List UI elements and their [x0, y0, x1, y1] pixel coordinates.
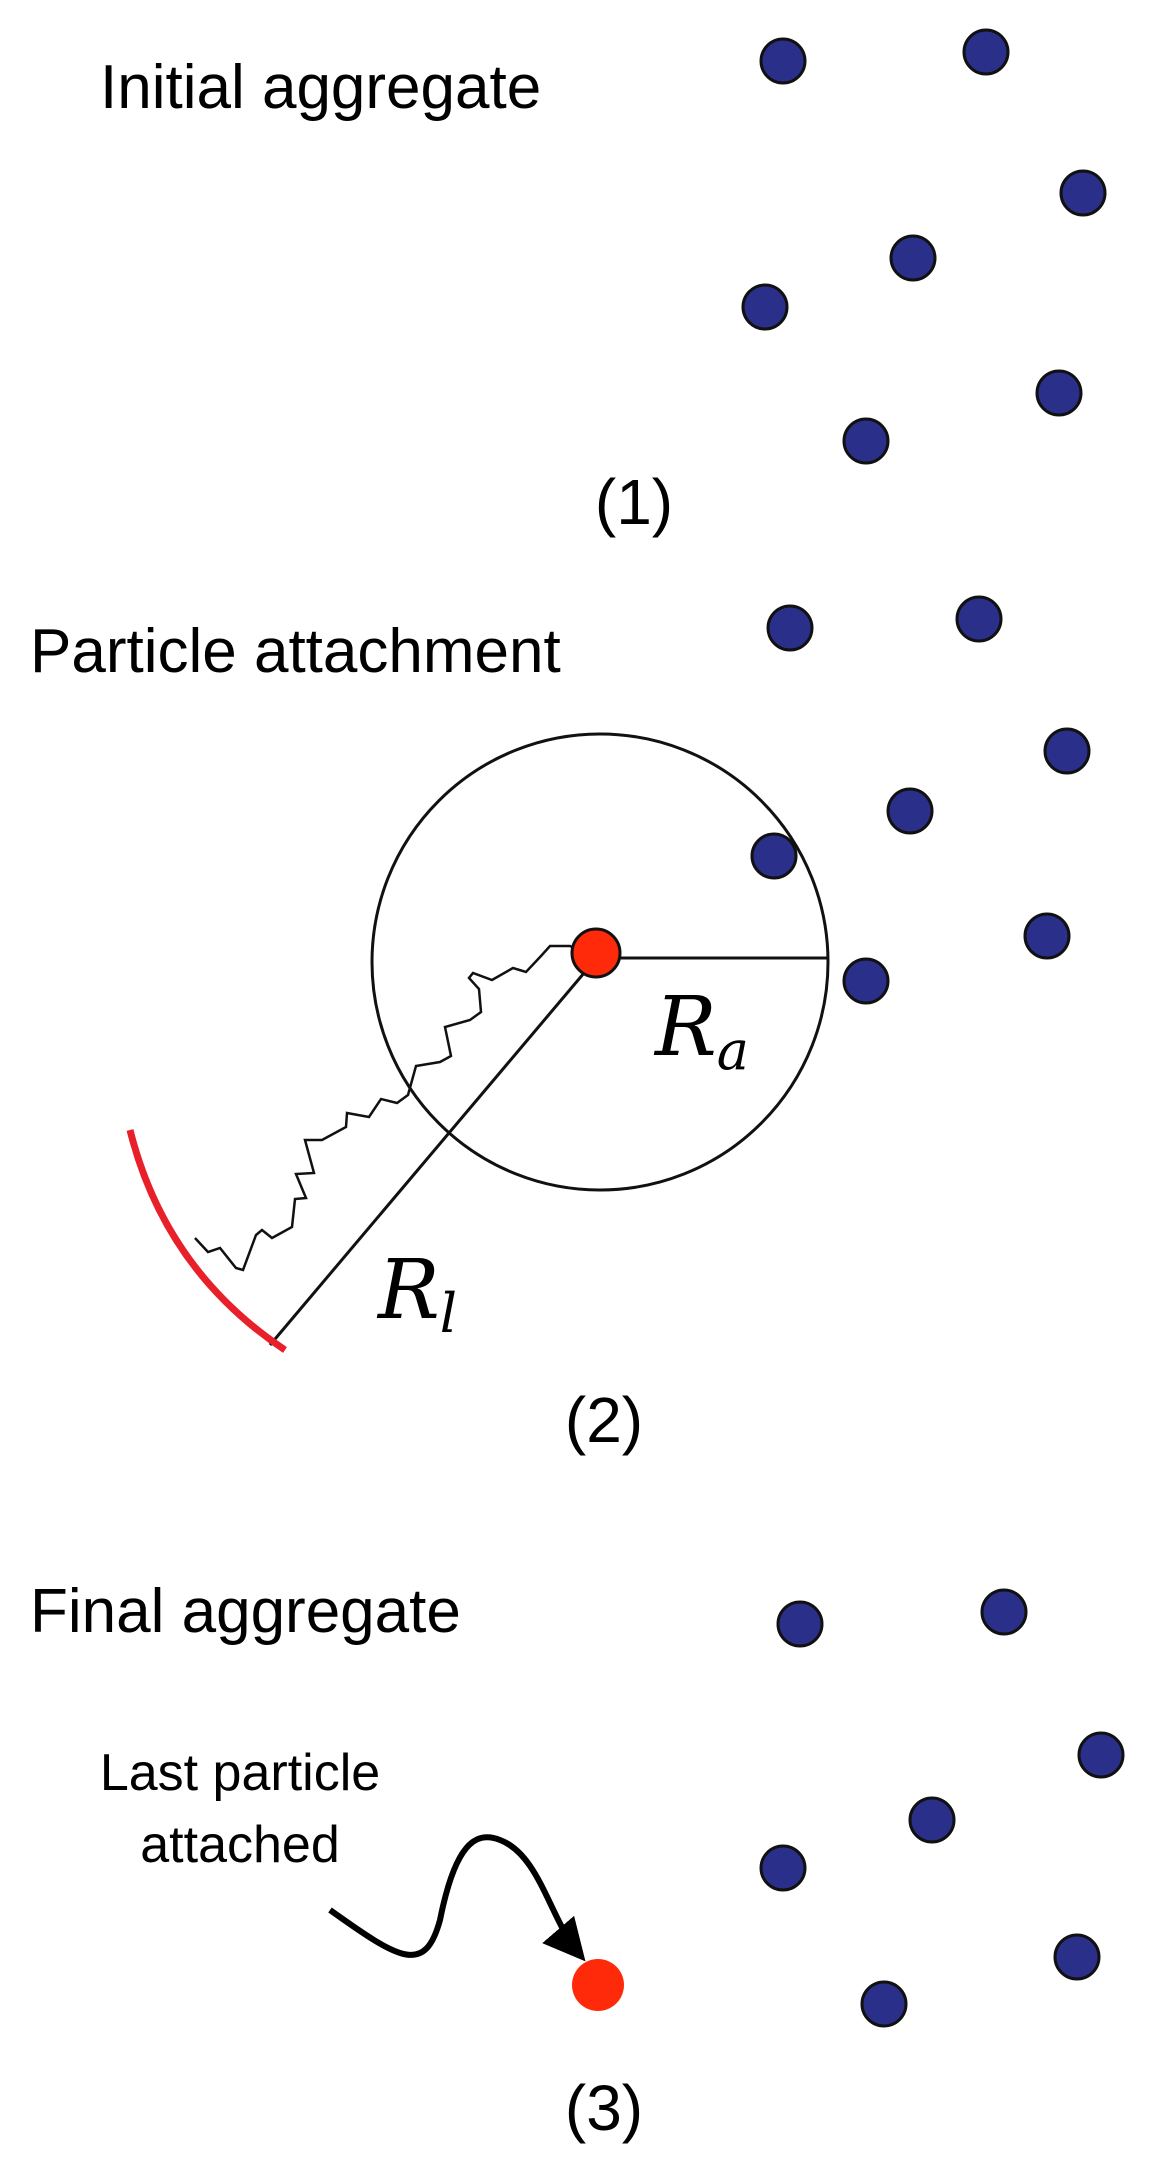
aggregate-particle	[776, 1600, 824, 1648]
aggregate-particles-3	[759, 1588, 1125, 2028]
panel1-title: Initial aggregate	[100, 53, 541, 122]
panel-final-aggregate: Final aggregate Last particle attached (…	[30, 1577, 1125, 2144]
panel1-tag: (1)	[595, 466, 673, 538]
aggregate-particle	[1077, 1731, 1125, 1779]
attachment-circle	[370, 732, 830, 1192]
aggregate-particle	[980, 1588, 1028, 1636]
aggregate-particle	[1035, 369, 1083, 417]
panel3-tag: (3)	[565, 2072, 643, 2144]
launch-arc	[126, 1129, 287, 1353]
aggregate-particle	[860, 1980, 908, 2028]
aggregate-particle	[1043, 727, 1091, 775]
aggregate-particle	[962, 28, 1010, 76]
panel3-title: Final aggregate	[30, 1577, 461, 1646]
aggregate-particle	[908, 1796, 956, 1844]
aggregate-particle	[759, 1844, 807, 1892]
note-line1: Last particle	[100, 1744, 380, 1802]
aggregate-particles-1	[741, 28, 1107, 465]
last-attached-particle	[572, 1959, 624, 2011]
aggregate-particle	[759, 37, 807, 85]
aggregate-particle	[1059, 169, 1107, 217]
panel-initial-aggregate: Initial aggregate (1)	[100, 28, 1107, 538]
aggregate-particles-2	[750, 595, 1091, 1005]
panel2-title: Particle attachment	[30, 617, 561, 686]
aggregate-particle	[886, 787, 934, 835]
aggregate-particle	[842, 957, 890, 1005]
new-particle	[570, 927, 622, 979]
launch-radius-label: Rl	[376, 1243, 457, 1345]
aggregate-particle	[889, 234, 937, 282]
aggregate-particle	[955, 595, 1003, 643]
aggregate-particle	[1023, 912, 1071, 960]
aggregate-particle	[741, 283, 789, 331]
aggregate-particle	[750, 832, 798, 880]
note-line2: attached	[140, 1816, 340, 1874]
aggregate-particle	[1053, 1933, 1101, 1981]
aggregate-particle	[766, 604, 814, 652]
panel-particle-attachment: Particle attachment Ra Rl (2)	[30, 595, 1091, 1456]
attachment-radius-label: Ra	[653, 980, 749, 1082]
panel2-tag: (2)	[565, 1384, 643, 1456]
pointer-arrow	[328, 1834, 586, 1962]
launch-radius-line	[268, 959, 597, 1346]
random-walk-path	[194, 944, 591, 1272]
aggregate-particle	[842, 417, 890, 465]
